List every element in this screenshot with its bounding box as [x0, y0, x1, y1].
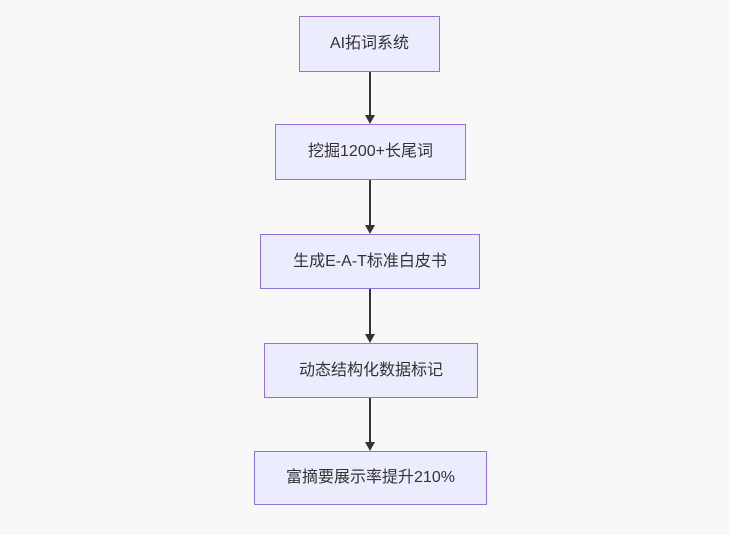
- flow-node-longtail-keywords: 挖掘1200+长尾词: [275, 124, 466, 180]
- arrow-line: [369, 289, 371, 334]
- edge-b-c: [365, 180, 375, 234]
- flow-node-rich-snippet-rate: 富摘要展示率提升210%: [254, 451, 487, 505]
- flow-node-label: 富摘要展示率提升210%: [286, 469, 455, 487]
- arrow-down-icon: [365, 225, 375, 234]
- flow-node-label: 动态结构化数据标记: [298, 361, 443, 379]
- arrow-line: [369, 72, 371, 115]
- flow-node-label: AI拓词系统: [329, 35, 410, 53]
- arrow-line: [369, 180, 371, 225]
- flow-node-structured-data-markup: 动态结构化数据标记: [264, 343, 478, 398]
- arrow-down-icon: [365, 442, 375, 451]
- flow-node-ai-keyword-system: AI拓词系统: [299, 16, 440, 72]
- arrow-line: [369, 398, 371, 442]
- edge-a-b: [365, 72, 375, 124]
- flow-node-label: 生成E-A-T标准白皮书: [293, 252, 447, 270]
- flow-node-label: 挖掘1200+长尾词: [308, 143, 433, 161]
- arrow-down-icon: [365, 115, 375, 124]
- arrow-down-icon: [365, 334, 375, 343]
- edge-c-d: [365, 289, 375, 343]
- flow-node-eat-whitepaper: 生成E-A-T标准白皮书: [260, 234, 480, 289]
- edge-d-e: [365, 398, 375, 451]
